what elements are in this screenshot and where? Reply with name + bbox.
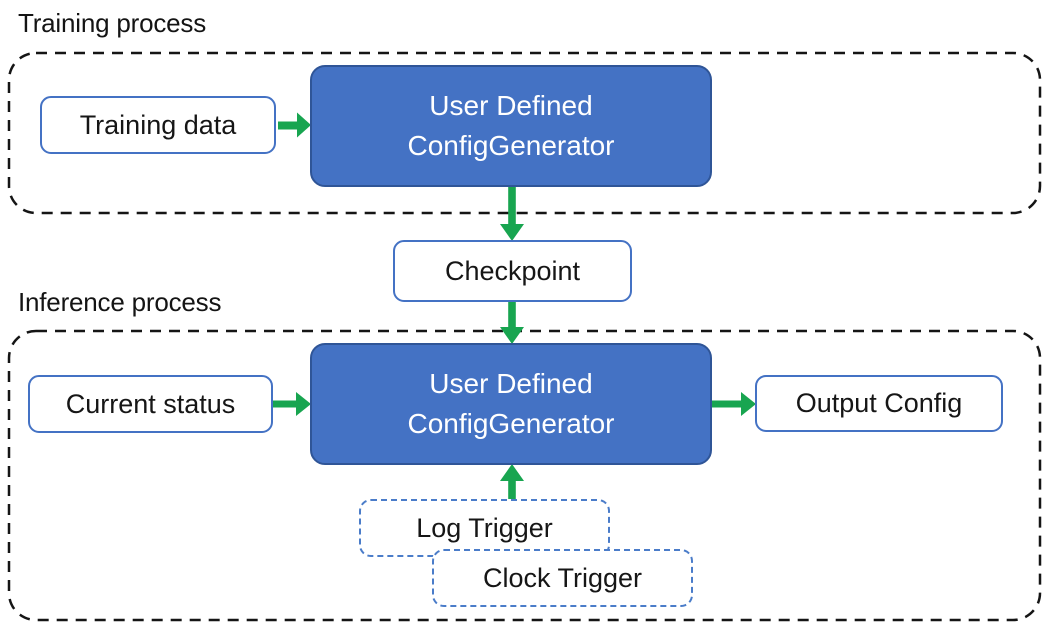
training-generator-line1: User Defined — [429, 90, 593, 121]
inference-config-generator-box: User Defined ConfigGenerator — [310, 343, 712, 465]
inference-process-label: Inference process — [18, 287, 222, 317]
arrow-training-data-to-generator — [278, 112, 311, 138]
training-generator-line2: ConfigGenerator — [407, 130, 615, 161]
clock-trigger-label: Clock Trigger — [482, 562, 643, 593]
clock-trigger-box: Clock Trigger — [432, 549, 693, 607]
inference-process-container — [7, 329, 1042, 622]
arrow-generator-to-checkpoint — [500, 187, 524, 241]
training-config-generator-box: User Defined ConfigGenerator — [310, 65, 712, 187]
training-process-label: Training process — [18, 8, 207, 38]
log-trigger-box: Log Trigger — [359, 499, 610, 557]
checkpoint-box: Checkpoint — [393, 240, 632, 302]
output-config-label: Output Config — [795, 388, 963, 418]
training-data-box: Training data — [40, 96, 276, 154]
arrow-generator-to-output-config — [712, 392, 756, 416]
inference-generator-line1: User Defined — [429, 368, 593, 399]
checkpoint-label: Checkpoint — [444, 255, 581, 286]
current-status-box: Current status — [28, 375, 273, 433]
arrow-triggers-to-generator — [500, 464, 524, 500]
arrow-current-status-to-generator — [273, 392, 311, 416]
output-config-box: Output Config — [755, 375, 1003, 432]
inference-generator-line2: ConfigGenerator — [407, 408, 615, 439]
training-data-label: Training data — [79, 109, 237, 140]
training-process-container — [7, 51, 1042, 215]
log-trigger-label: Log Trigger — [416, 512, 553, 543]
arrow-checkpoint-to-generator — [500, 302, 524, 344]
current-status-label: Current status — [65, 388, 236, 419]
